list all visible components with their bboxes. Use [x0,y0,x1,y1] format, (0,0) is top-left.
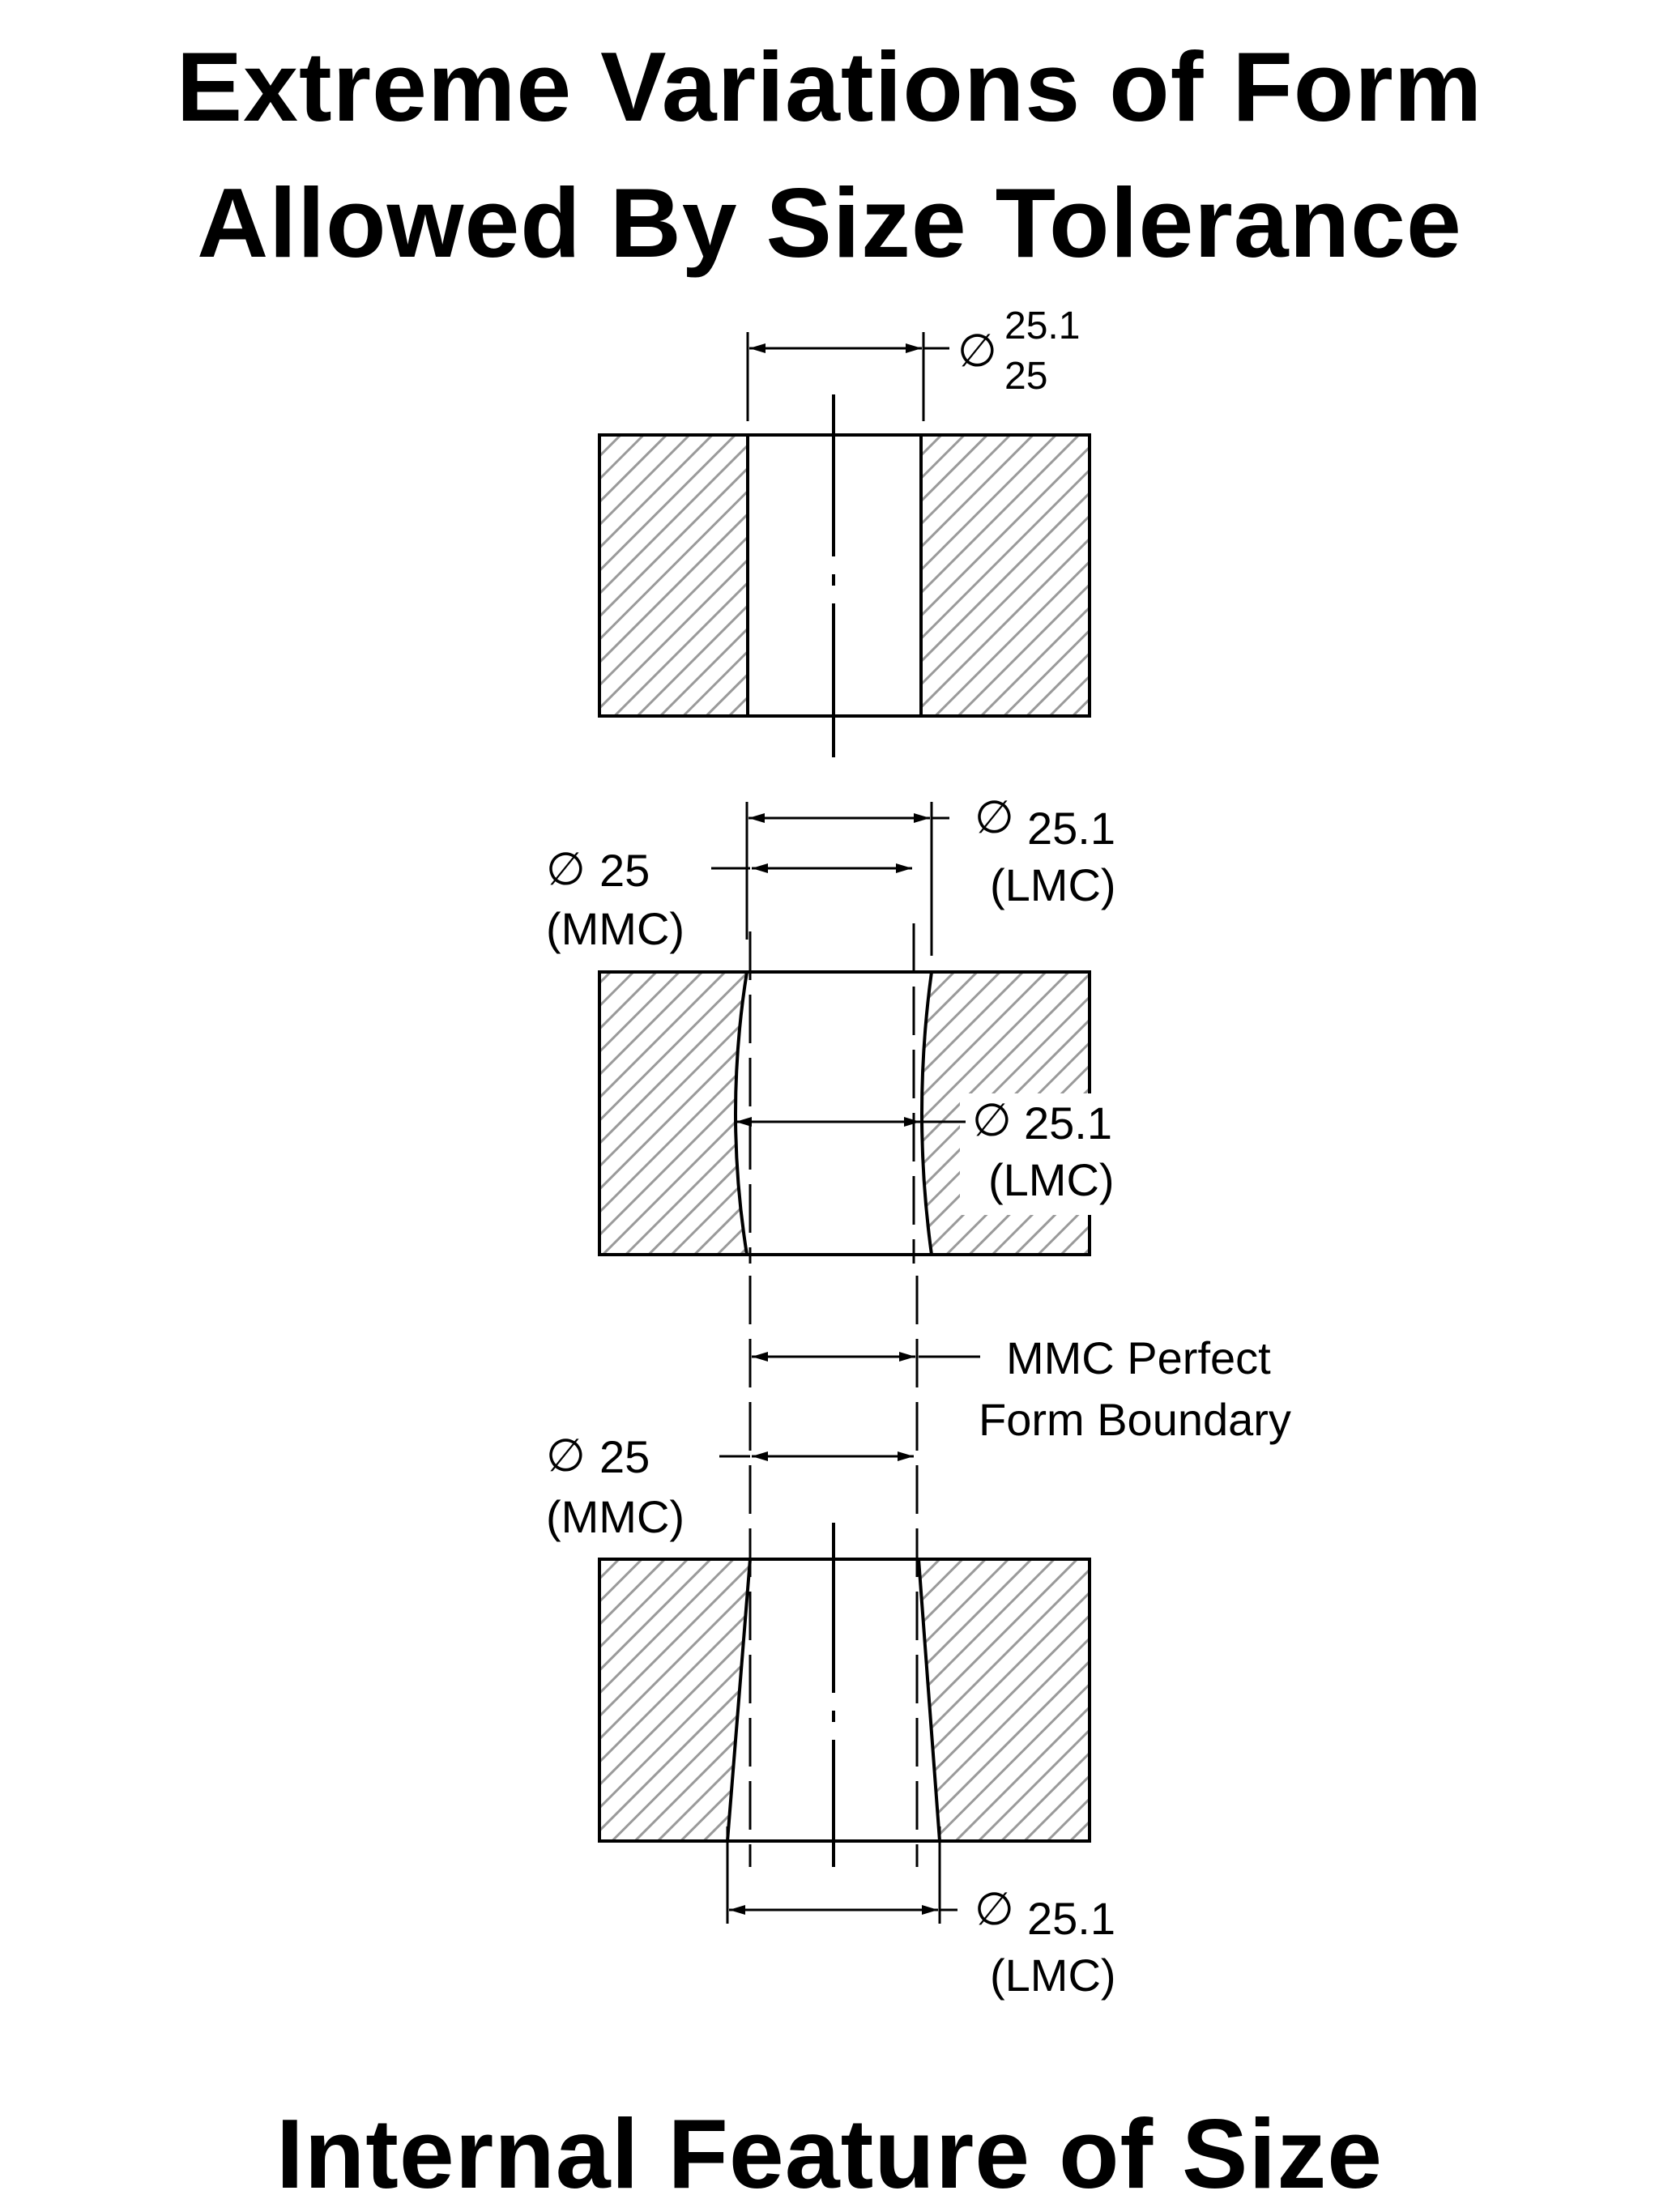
mmc-value: 25 [599,845,650,896]
lmc-tag-top: (LMC) [990,859,1116,910]
boundary-label-line-2: Form Boundary [979,1394,1291,1445]
lmc-tag-mid: (LMC) [988,1154,1115,1205]
diameter-symbol: ∅ [546,843,586,894]
view-3-tapered-hole: MMC Perfect Form Boundary ∅ 25 (MMC) ∅ 2… [546,1276,1291,2001]
lmc-value-top: 25.1 [1027,803,1115,854]
tolerance-upper: 25.1 [1004,305,1080,347]
view-1-nominal-hole: ∅ 25.1 25 [598,305,1091,757]
boundary-label-line-1: MMC Perfect [1006,1332,1271,1383]
lmc-value: 25.1 [1027,1893,1115,1944]
title-line-2: Allowed By Size Tolerance [197,168,1462,278]
label-background [960,1093,1130,1215]
lmc-value-mid: 25.1 [1024,1097,1112,1149]
wall-left [598,433,749,718]
diameter-symbol: ∅ [546,1430,586,1481]
diameter-symbol: ∅ [975,1883,1014,1934]
view-2-barrel-hole: ∅ 25.1 (LMC) ∅ 25 (MMC) ∅ 25.1 (LMC) [546,791,1130,1264]
hole-cavity [734,970,934,1256]
lmc-tag: (LMC) [990,1950,1116,2001]
wall-right [919,433,1091,718]
diameter-symbol: ∅ [957,325,997,376]
mmc-tag: (MMC) [546,903,684,954]
tolerance-lower: 25 [1004,355,1047,398]
title-line-1: Extreme Variations of Form [176,32,1483,142]
diameter-symbol: ∅ [975,791,1014,842]
footer-title: Internal Feature of Size [275,2099,1384,2209]
diameter-symbol: ∅ [972,1094,1012,1145]
mmc-value: 25 [599,1431,650,1482]
mmc-tag: (MMC) [546,1491,684,1542]
